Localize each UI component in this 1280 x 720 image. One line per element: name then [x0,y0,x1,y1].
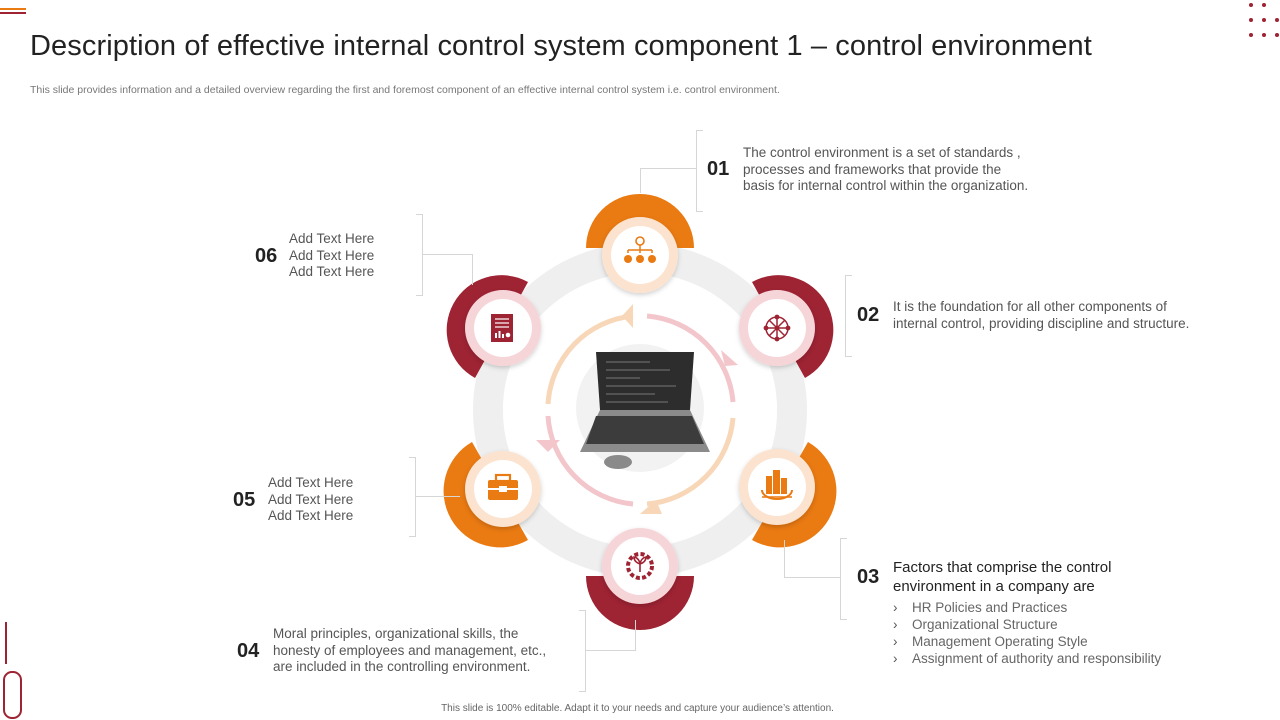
decorative-dot-grid [1249,3,1279,37]
toolbox-icon [488,473,518,500]
item-01-number: 01 [707,158,730,180]
item-05-number: 05 [233,489,256,511]
bullet-item: HR Policies and Practices [893,599,1161,616]
cycle-diagram [443,194,837,630]
bullet-item: Management Operating Style [893,633,1161,650]
item-01-text: The control environment is a set of stan… [743,145,1029,193]
bracket-03 [840,538,847,620]
connector-05 [416,496,460,497]
report-document-icon [491,314,513,342]
item-06-number: 06 [255,245,278,267]
bracket-05 [409,457,416,537]
item-02-number: 02 [857,304,880,326]
footer-note: This slide is 100% editable. Adapt it to… [441,703,834,714]
bullet-item: Assignment of authority and responsibili… [893,650,1161,667]
connector-06 [422,254,473,285]
item-03-heading-line-2: environment in a company are [893,578,1095,595]
item-03-number: 03 [857,566,880,588]
inner-arrow-heads [536,304,738,514]
connector-01 [640,168,697,193]
node-05 [443,442,541,548]
bracket-06 [416,214,423,296]
page-title: Description of effective internal contro… [30,30,1092,62]
connector-04 [585,620,636,651]
network-icon [763,314,791,342]
page-subtitle: This slide provides information and a de… [30,84,780,96]
gear-plant-icon [626,552,654,580]
item-04-number: 04 [237,640,260,662]
item-04-text: Moral principles, organizational skills,… [273,626,547,674]
item-02-text: It is the foundation for all other compo… [893,299,1190,331]
globe-buildings-icon [761,470,793,500]
center-laptop-image [576,344,710,472]
connector-03 [784,540,841,578]
bullet-item: Organizational Structure [893,616,1161,633]
corner-accent-lines [0,8,26,14]
inner-arrow-ring [545,313,736,507]
bracket-02 [845,275,852,357]
bracket-01 [696,130,703,212]
item-03-bullet-list: HR Policies and Practices Organizational… [893,599,1161,667]
item-03-content: Factors that comprise the control enviro… [893,558,1161,667]
bracket-04 [579,610,586,692]
item-03-heading-line-1: Factors that comprise the control [893,559,1112,576]
decorative-left-bars [3,622,22,719]
org-chart-icon [624,236,656,263]
